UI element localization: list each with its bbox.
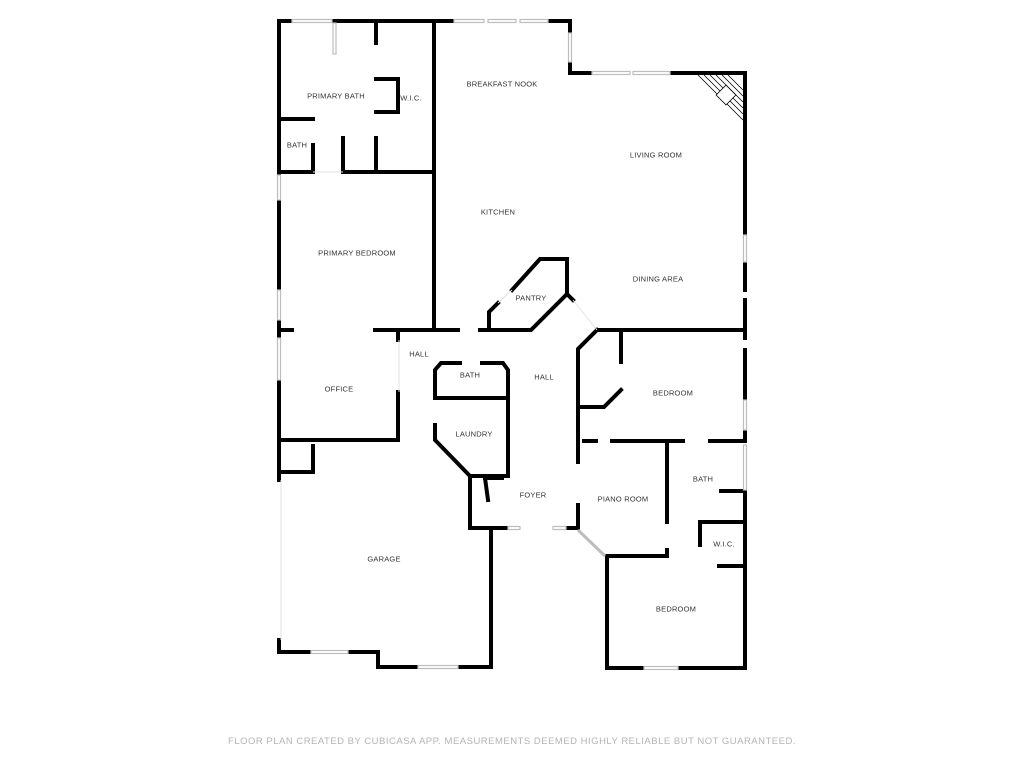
room-label-hall-center: HALL: [534, 372, 554, 382]
room-label-bedroom-southeast: BEDROOM: [655, 604, 697, 614]
room-label-bath-hall: BATH: [459, 370, 481, 380]
room-label-breakfast-nook: BREAKFAST NOOK: [466, 79, 538, 89]
room-label-garage: GARAGE: [367, 554, 401, 564]
room-label-primary-bedroom: PRIMARY BEDROOM: [318, 248, 396, 258]
room-label-wic-east: W.I.C.: [713, 539, 735, 549]
room-label-wic-primary: W.I.C.: [400, 93, 422, 103]
room-label-bedroom-east: BEDROOM: [652, 388, 694, 398]
fireplace-icon: [697, 74, 744, 121]
footer-disclaimer: FLOOR PLAN CREATED BY CUBICASA APP. MEAS…: [228, 736, 796, 747]
room-label-living-room: LIVING ROOM: [629, 150, 683, 160]
doors: [280, 171, 598, 640]
walls: [277, 19, 747, 670]
room-label-hall-west: HALL: [409, 349, 429, 359]
room-label-primary-bath: PRIMARY BATH: [307, 91, 365, 101]
room-label-laundry: LAUNDRY: [455, 429, 493, 439]
room-label-dining-area: DINING AREA: [632, 274, 684, 284]
room-label-kitchen: KITCHEN: [480, 207, 516, 217]
room-label-bath-primary-small: BATH: [286, 140, 308, 150]
room-label-bath-east: BATH: [692, 474, 714, 484]
room-label-foyer: FOYER: [519, 490, 547, 500]
room-label-piano-room: PIANO ROOM: [597, 494, 649, 504]
room-label-pantry: PANTRY: [515, 293, 547, 303]
room-label-office: OFFICE: [324, 384, 354, 394]
windows: [276, 18, 748, 671]
